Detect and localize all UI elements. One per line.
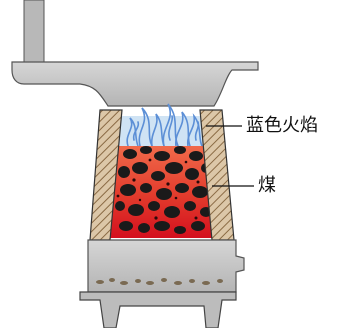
stove-base [80,292,236,328]
ash-box [88,240,244,292]
chimney-pipe [24,0,44,70]
flame-label: 蓝色火焰 [246,117,318,135]
coal-label: 煤 [258,177,276,195]
stove-top-plate [12,62,258,106]
